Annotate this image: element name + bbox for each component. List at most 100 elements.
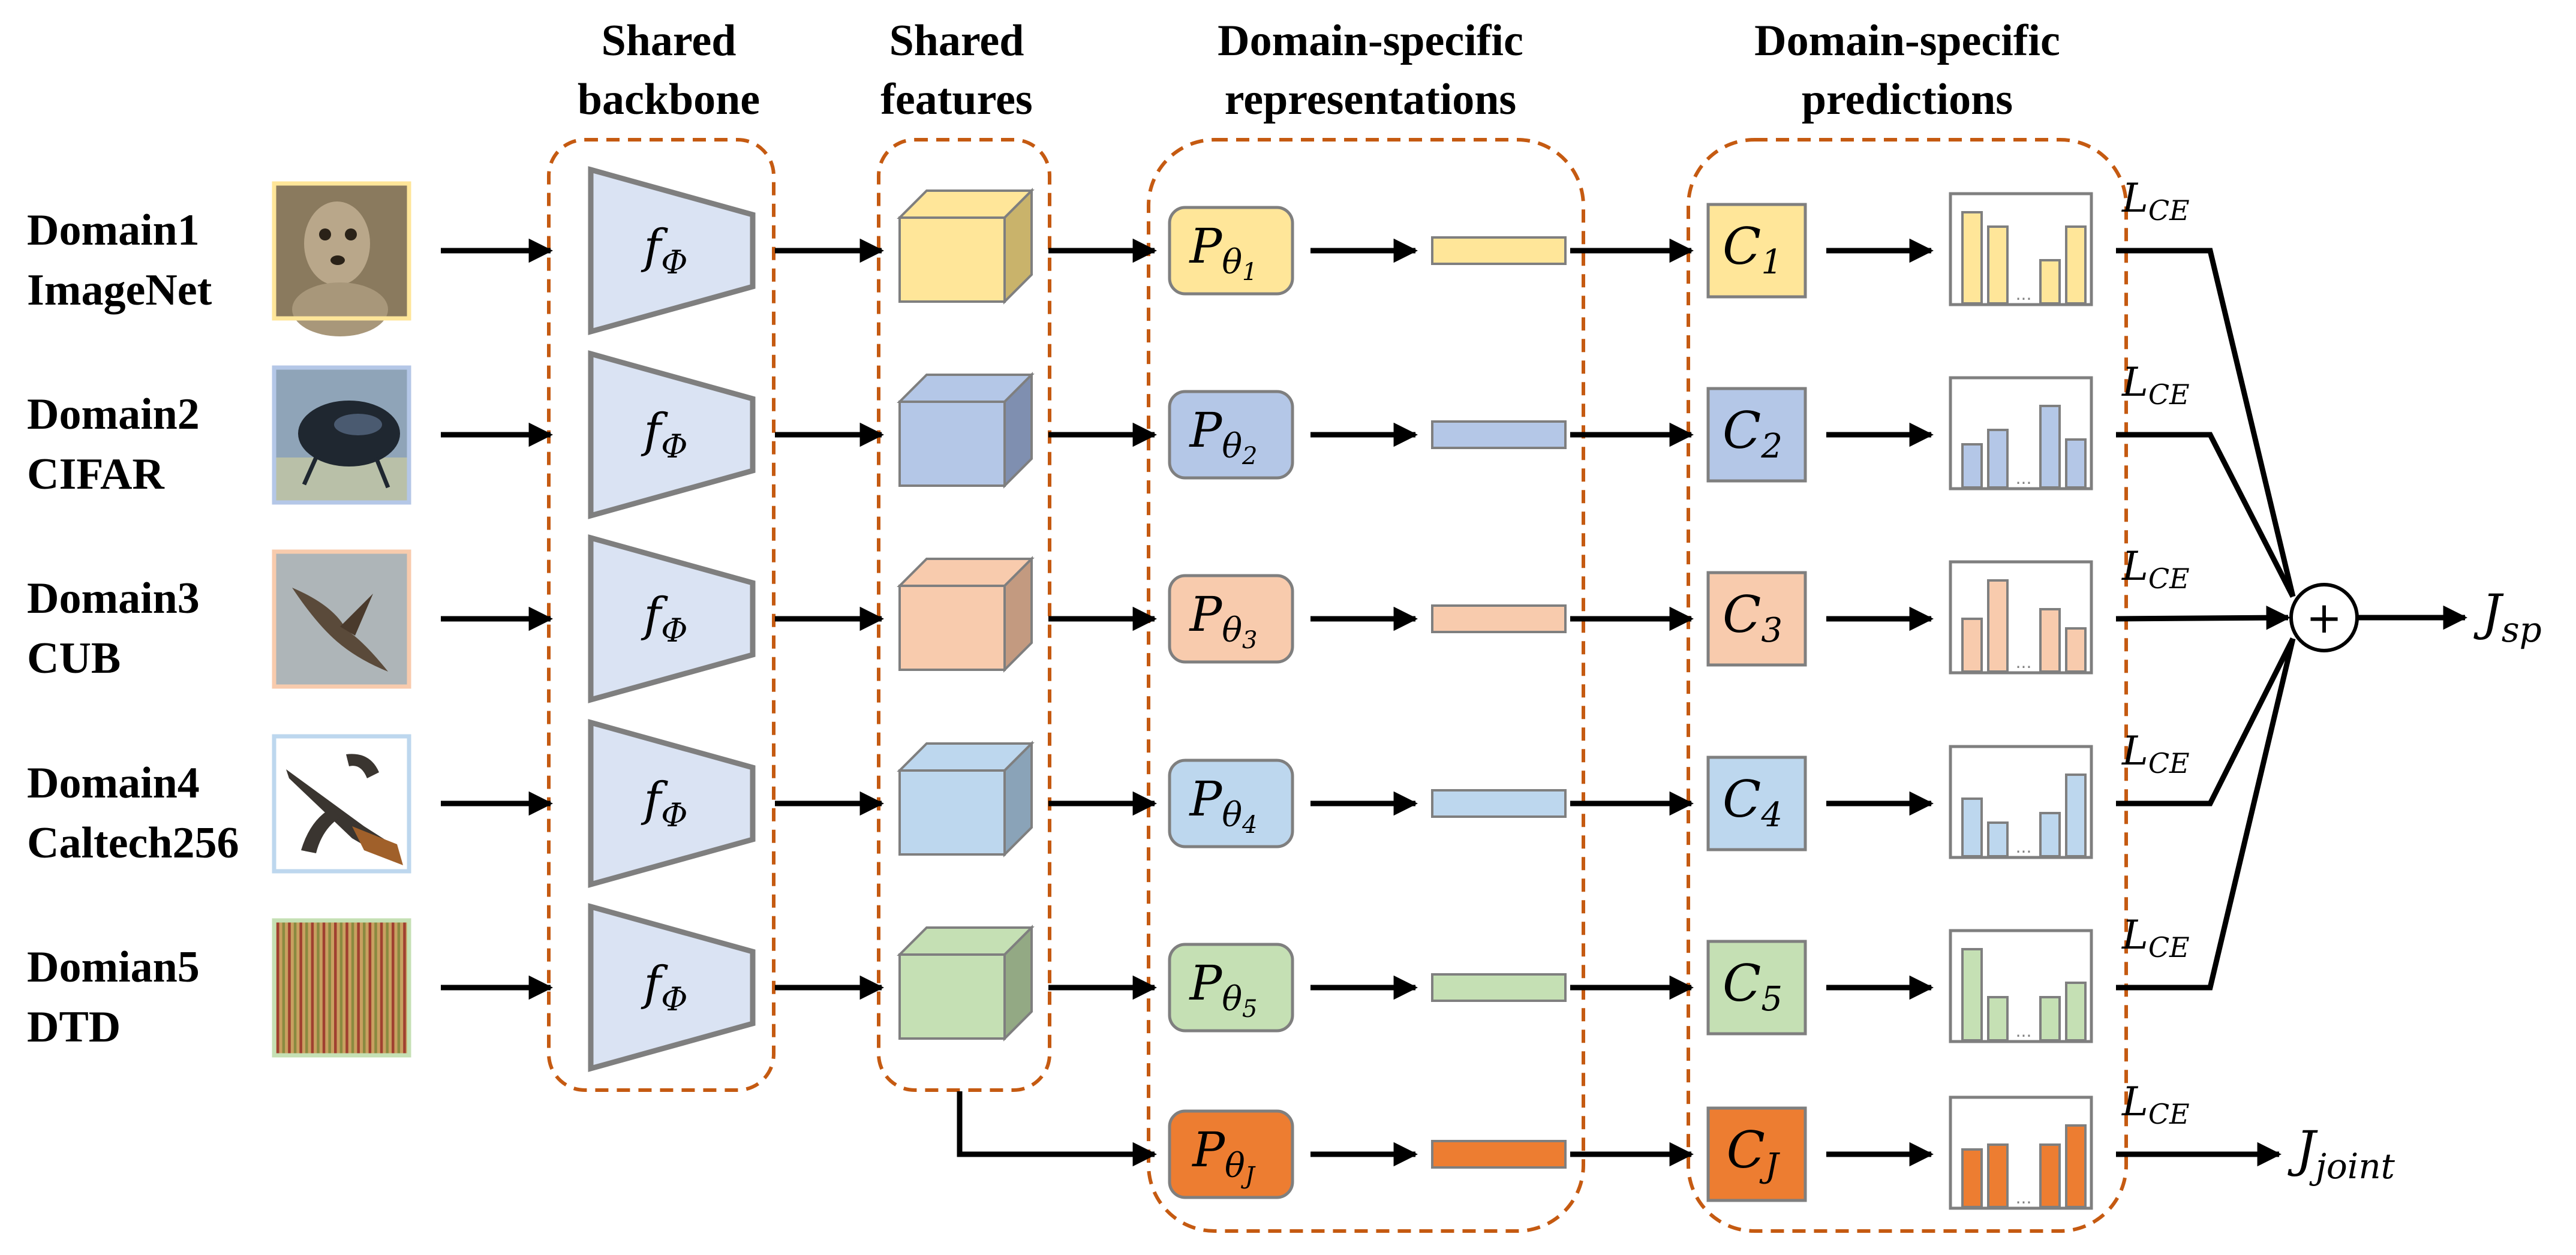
output-jjoint-main: J [2288,1121,2318,1178]
loss-to-sum-line [2116,637,2296,806]
striped-texture-image-stripe [328,920,331,1055]
header-domain-specific-representations: Domain-specific representations [1218,16,1523,124]
prediction-chart-bar [1961,211,1983,305]
backbone-trapezoid [588,903,756,1072]
domain-name-label: Domian5 [27,943,200,992]
prediction-chart-bar [2065,627,2087,673]
projection-head-label-subsub: 1 [1242,258,1257,286]
backbone-label-sub: Φ [661,243,687,281]
beetle-image-leg [302,456,318,486]
projection-head-box [1168,759,1294,848]
features-to-joint-arrow [957,1091,1158,1167]
classifier-box [1706,756,1807,851]
header-representations-line2: representations [1225,75,1516,124]
header-features-line2: features [880,75,1032,124]
classifier-label-sub: 2 [1760,427,1783,466]
bird-image [272,549,411,689]
striped-texture-image-stripe [282,920,285,1055]
prediction-chart-bar [1961,1148,1983,1208]
projection-head-label-subsub: 2 [1242,443,1257,470]
striped-texture-image-border [272,918,411,1058]
prediction-chart-bar [1987,579,2009,673]
striped-texture-image-stripe [311,920,314,1055]
projection-head-label: Pθ3 [1189,586,1258,654]
classifier-label-sub: 3 [1761,611,1783,650]
prediction-chart-ellipsis: ... [2016,468,2032,488]
representations-group-frame [1147,138,1585,1233]
loss-to-sum-line [2116,637,2296,991]
plus-symbol: + [2306,592,2342,643]
bird-image-background [274,552,409,687]
prediction-chart: ... [1949,560,2093,675]
projection-head-label-main: P [1189,586,1223,642]
loss-label: LCE [2121,543,2190,595]
classifier-label: C3 [1723,585,1783,650]
meerkat-image-head [304,201,370,285]
prediction-chart-ellipsis: ... [2016,652,2032,672]
beetle-image-leg [374,456,390,489]
header-predictions-line1: Domain-specific [1754,16,2060,65]
output-jjoint: Jjoint [2288,1121,2395,1187]
loss-label-sub: CE [2148,194,2190,227]
classifier-label-sub: 4 [1760,796,1783,835]
striped-texture-image-stripe [299,920,302,1055]
striped-texture-image-stripe [322,920,326,1055]
meerkat-image [272,181,411,336]
feature-cube [897,188,1035,305]
prediction-chart-bar [1987,821,2009,857]
header-backbone-line2: backbone [578,75,760,124]
striped-texture-image-stripe [380,920,383,1055]
projection-head-label-main: P [1189,955,1223,1011]
projection-head-label-subsub: 4 [1242,811,1257,839]
backbone-label: fΦ [641,773,687,834]
projection-head-label-sub: θ [1222,611,1242,650]
feature-cube [897,556,1035,673]
output-jsp-main: J [2473,585,2504,642]
projection-head-box [1168,1109,1294,1199]
classifier-box [1706,1106,1807,1202]
classifier-label-main: C [1723,585,1761,644]
prediction-chart: ... [1949,1096,2093,1210]
output-jsp-sub: sp [2502,609,2542,650]
prediction-chart: ... [1949,929,2093,1043]
projection-head-label-main: P [1189,771,1223,827]
prediction-chart-bar [2065,1124,2087,1208]
loss-label: LCE [2121,728,2190,780]
prediction-chart-bar [1961,618,1983,673]
striped-texture-image-stripe [357,920,360,1055]
loss-label-main: L [2121,912,2148,958]
backbone-label-sub: Φ [661,612,687,649]
header-representations-line1: Domain-specific [1218,16,1523,65]
representation-vector [1431,1140,1567,1169]
loss-label-main: L [2121,728,2148,774]
backbone-trapezoid [588,166,756,335]
summation-node: + [2289,583,2359,652]
classifier-label: C2 [1723,401,1783,466]
prediction-chart-bar [2039,812,2061,857]
projection-head-label-sub: θ [1222,243,1242,282]
loss-label-sub: CE [2148,931,2190,964]
striped-texture-image-stripe [392,920,395,1055]
projection-head-label-subsub: 3 [1242,627,1257,654]
domain-name-label: Domain2 [27,390,200,439]
classifier-label: CJ [1727,1121,1781,1185]
prediction-chart-bar [1987,996,2009,1042]
loss-label-main: L [2121,1079,2148,1125]
classifier-label-main: C [1727,1121,1765,1179]
header-domain-specific-predictions: Domain-specific predictions [1754,16,2060,124]
projection-head-label: Pθ5 [1189,955,1258,1023]
prediction-chart-bar [2039,1143,2061,1208]
striped-texture-image-stripe [288,920,291,1055]
projection-head-label-main: P [1189,402,1223,458]
striped-texture-image-stripe [293,920,297,1055]
striped-texture-image-stripe [339,920,343,1055]
loss-label-main: L [2121,543,2148,589]
loss-to-sum-line [2116,432,2296,598]
prediction-chart-bar [2065,982,2087,1042]
striped-texture-image-stripe [386,920,389,1055]
meerkat-image-body [292,282,388,336]
